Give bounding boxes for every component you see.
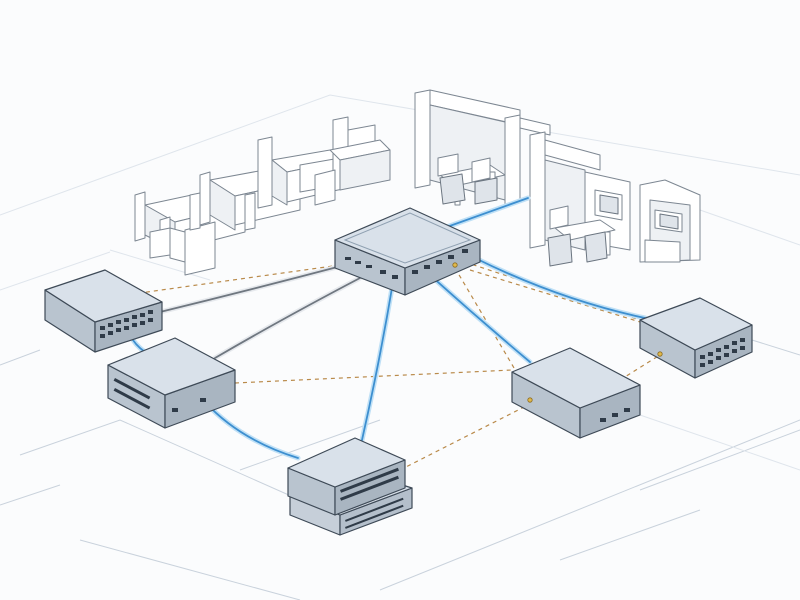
- switch-right-connector: [657, 351, 663, 357]
- office-room-right: [529, 131, 701, 267]
- core-switch-ports: [345, 249, 468, 279]
- office-area: [134, 89, 701, 276]
- cubicle-row-left: [134, 116, 391, 276]
- switch-left[interactable]: [44, 269, 163, 353]
- dashed-link-midright-right: [619, 354, 661, 381]
- switch-bottom[interactable]: [287, 437, 413, 536]
- core-switch-connector: [452, 262, 458, 268]
- dashed-link-core-right: [469, 269, 651, 326]
- cable-core-left: [159, 264, 346, 313]
- cable-core-midright: [429, 274, 531, 363]
- switch-left-ports: [100, 310, 153, 338]
- core-switch[interactable]: [334, 207, 481, 296]
- switch-mid-left-ports: [113, 377, 206, 412]
- switch-right-ports: [700, 338, 745, 367]
- dashed-link-core-left: [139, 264, 341, 294]
- switch-mid-right-connector: [527, 397, 533, 403]
- dashed-link-bottom-midright: [399, 404, 529, 471]
- switch-right[interactable]: [639, 297, 753, 379]
- switch-mid-right[interactable]: [511, 347, 641, 439]
- cable-midleft-bottom: [204, 401, 299, 459]
- switch-bottom-ports: [340, 467, 404, 529]
- cable-core-right: [474, 257, 646, 319]
- switch-mid-left[interactable]: [107, 337, 236, 429]
- cable-core-bottom: [361, 281, 394, 441]
- floor-plan: [0, 94, 800, 600]
- cable-core-midleft: [214, 277, 361, 359]
- switch-mid-right-ports: [600, 408, 630, 422]
